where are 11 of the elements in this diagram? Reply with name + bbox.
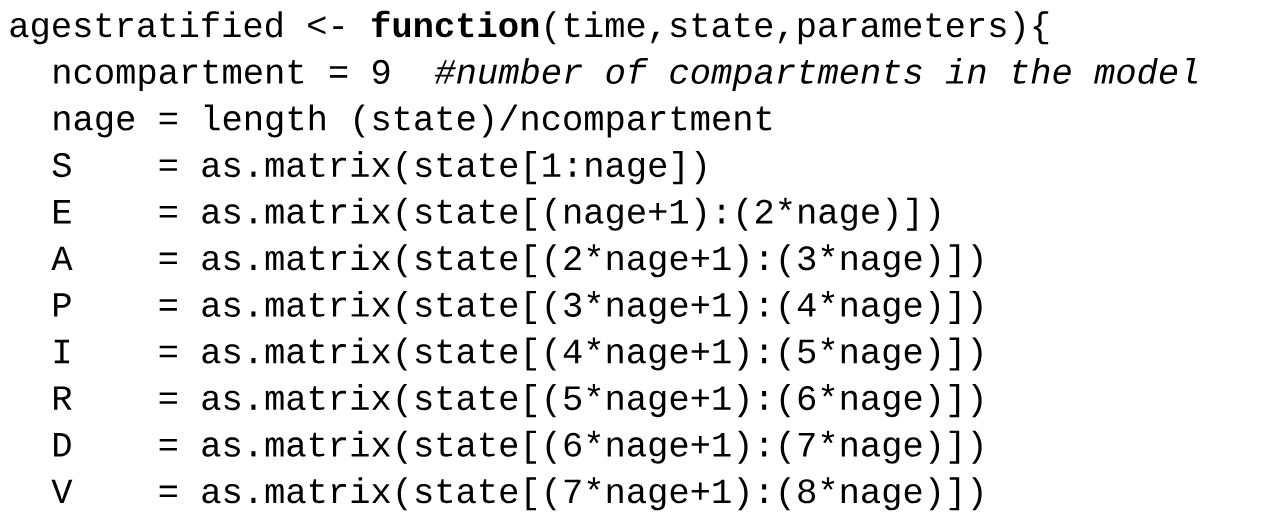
- code-line: I = as.matrix(state[(4*nage+1):(5*nage)]): [54, 337, 982, 371]
- code-line: E = as.matrix(state[(nage+1):(2*nage)]): [54, 197, 940, 231]
- code-line: D = as.matrix(state[(6*nage+1):(7*nage)]): [54, 430, 982, 464]
- code-line: P = as.matrix(state[(3*nage+1):(4*nage)]): [54, 290, 982, 324]
- code-line: S = as.matrix(state[1:nage]): [52, 151, 705, 185]
- code-line: R = as.matrix(state[(5*nage+1):(6*nage)]): [54, 384, 982, 418]
- code-line: A = as.matrix(state[(2*nage+1):(3*nage)]): [51, 244, 982, 278]
- code-line: agestratified <- function(time,state,parameters){: [10, 10, 1049, 45]
- code-line: V = as.matrix(state[(7*nage+1):(8*nage)]): [51, 477, 982, 511]
- code-line: ncompartment = 9 #number of compartments in the model: [54, 57, 1198, 91]
- code-line: nage = length (state)/ncompartment: [54, 104, 772, 138]
